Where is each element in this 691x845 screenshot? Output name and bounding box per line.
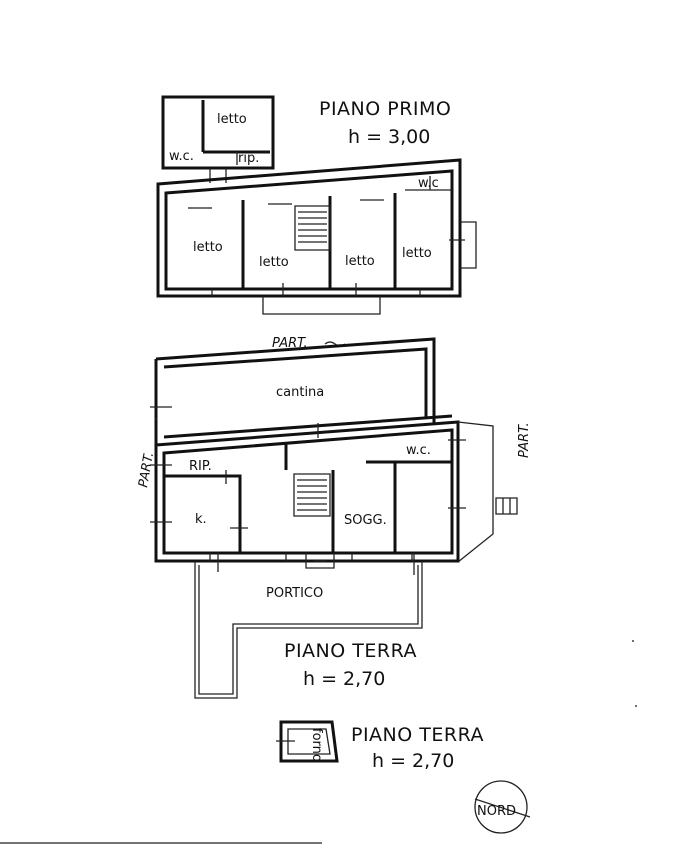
stair-steps	[298, 211, 327, 243]
ground-floor-height: h = 2,70	[303, 668, 385, 690]
room-label-letto: letto	[259, 255, 289, 270]
oven-inner-wall	[287, 728, 331, 755]
portico-inner-outline	[198, 565, 419, 695]
room-label-letto: letto	[402, 246, 432, 261]
partition-note: PART.	[517, 422, 532, 458]
ground-floor-plan: cantina w.c. RIP. k. SOGG. PORTICO PIANO…	[150, 337, 518, 699]
ground-floor-stair	[293, 473, 331, 517]
north-indicator: NORD	[474, 780, 531, 834]
first-floor-outer-wall	[156, 158, 462, 298]
oven-floor-height: h = 2,70	[372, 750, 454, 772]
first-floor-balcony	[262, 296, 381, 315]
partition-note: PART.	[136, 451, 157, 489]
room-label-letto: letto	[193, 240, 223, 255]
ground-floor-side-wall	[457, 421, 494, 563]
stair-steps	[297, 479, 327, 511]
ground-floor-partitions	[284, 443, 452, 470]
cantina-wall	[155, 337, 436, 424]
ground-floor-partitions	[331, 462, 397, 553]
stray-marks	[155, 418, 637, 707]
oven-plan: forno PIANO TERRA h = 2,70	[276, 720, 484, 772]
cantina-inner-wall	[163, 414, 453, 439]
cantina-wall	[163, 347, 428, 419]
room-label-wc: w.c.	[406, 443, 431, 458]
entrance-steps	[305, 553, 335, 569]
kitchen-partition	[164, 474, 242, 553]
room-label-rip: rip.	[238, 151, 259, 166]
room-label-letto: letto	[217, 112, 247, 127]
room-label-cantina: cantina	[276, 385, 324, 400]
room-label-kitchen: k.	[195, 512, 207, 527]
room-label-forno: forno	[309, 728, 324, 762]
oven-wall	[279, 720, 339, 763]
room-label-wc: w.c.	[169, 149, 194, 164]
ground-floor-outer-wall	[154, 359, 460, 563]
first-floor-partitions	[241, 193, 397, 289]
ground-floor-doors	[150, 406, 466, 561]
first-floor-stair	[294, 205, 331, 251]
room-label-portico: PORTICO	[266, 586, 323, 601]
first-floor-inner-wall	[164, 169, 454, 291]
oven-floor-title: PIANO TERRA	[351, 724, 484, 746]
room-label-letto: letto	[345, 254, 375, 269]
room-label-rip: RIP.	[189, 459, 212, 474]
first-floor-side-balcony	[460, 221, 477, 269]
north-circle	[474, 780, 528, 834]
north-label: NORD	[477, 804, 516, 819]
first-floor-annex-wall	[161, 95, 275, 170]
side-steps	[495, 497, 518, 515]
portico-outline	[194, 561, 423, 699]
portico-pillars	[217, 553, 415, 575]
room-label-wc: w.c	[418, 176, 439, 191]
north-arrow	[474, 798, 531, 818]
ground-floor-title: PIANO TERRA	[284, 640, 417, 662]
room-label-soggiorno: SOGG.	[344, 513, 387, 528]
first-floor-doors	[188, 199, 465, 296]
first-floor-plan: letto w.c. rip. w.c letto letto letto le…	[156, 95, 477, 315]
first-floor-title: PIANO PRIMO	[319, 98, 451, 120]
first-floor-wc-wall	[405, 176, 452, 191]
ground-floor-inner-wall	[162, 428, 454, 555]
first-floor-height: h = 3,00	[348, 126, 430, 148]
